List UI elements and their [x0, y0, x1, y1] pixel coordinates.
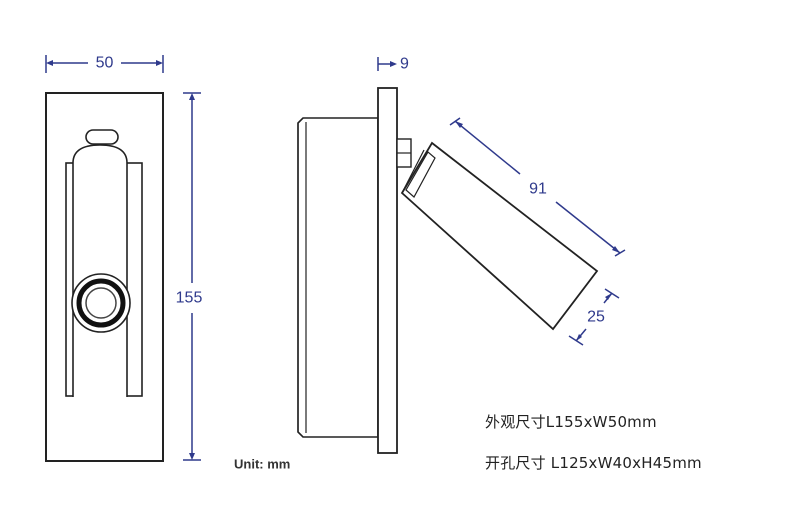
- width-dimension: [45, 55, 164, 73]
- side-housing: [297, 117, 379, 438]
- arm-length-label: 91: [529, 181, 547, 198]
- unit-label: Unit: mm: [234, 457, 290, 472]
- depth-label: 9: [400, 56, 409, 73]
- front-view: [45, 92, 164, 462]
- depth-dimension: [377, 57, 397, 71]
- arm-length-dimension: [449, 117, 626, 257]
- width-label: 50: [96, 55, 114, 72]
- head-diameter-dimension: [568, 288, 620, 346]
- side-lamp-head: [400, 141, 599, 331]
- side-faceplate: [377, 87, 398, 454]
- cutout-size-spec: 开孔尺寸 L125xW40xH45mm: [485, 454, 702, 472]
- head-diameter-label: 25: [587, 309, 605, 326]
- front-lens-ring: [76, 278, 126, 328]
- front-knob: [85, 129, 119, 145]
- outer-size-spec: 外观尺寸L155xW50mm: [485, 413, 657, 431]
- front-lens-inner: [85, 287, 117, 319]
- height-dimension: [183, 92, 201, 461]
- height-label: 155: [176, 290, 203, 307]
- front-lamp-arm: [72, 144, 128, 397]
- side-view: [297, 87, 599, 454]
